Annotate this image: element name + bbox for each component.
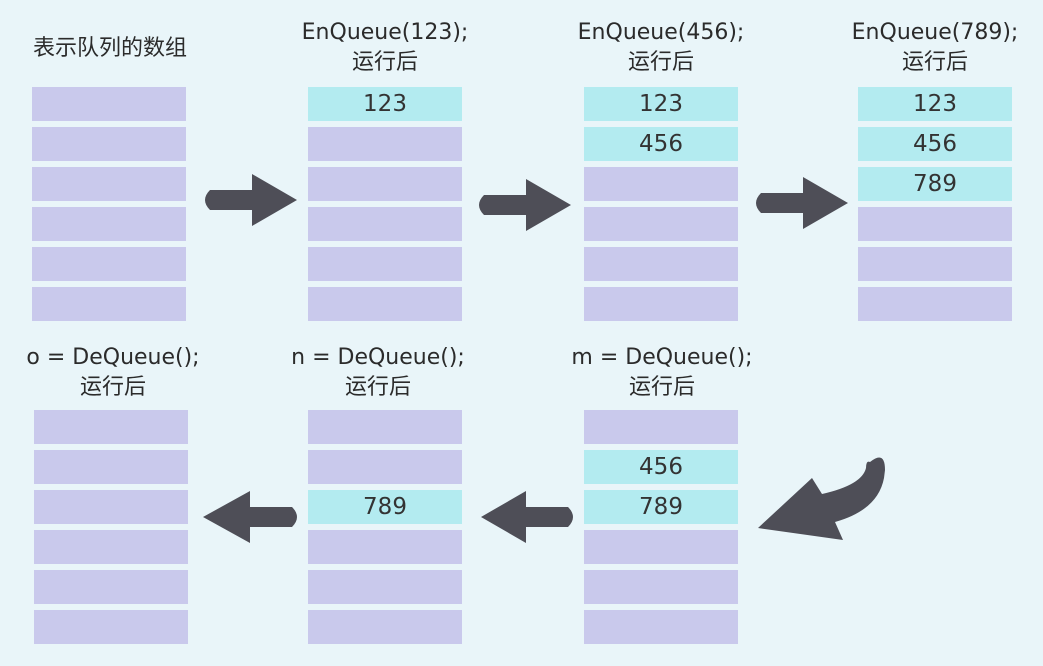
queue-slot (32, 207, 186, 241)
queue-slot (858, 247, 1012, 281)
queue-slot (308, 127, 462, 161)
queue-slot (858, 207, 1012, 241)
queue-slot: 123 (584, 87, 738, 121)
queue-slot (32, 87, 186, 121)
caption-line: m = DeQueue(); (571, 345, 753, 370)
queue-slot: 123 (308, 87, 462, 121)
queue-slot (32, 247, 186, 281)
queue-slot (584, 207, 738, 241)
queue-slot (34, 570, 188, 604)
queue-slot: 789 (858, 167, 1012, 201)
queue-slot: 789 (308, 490, 462, 524)
queue-slot (34, 610, 188, 644)
caption-line: o = DeQueue(); (26, 345, 200, 370)
panel-caption: EnQueue(789); 运行后 (815, 18, 1043, 78)
caption-line: 运行后 (351, 50, 418, 75)
panel-caption: 表示队列的数组 (0, 34, 230, 64)
arrow-right-icon (756, 177, 848, 229)
queue-slot (308, 610, 462, 644)
caption-line: 运行后 (627, 50, 694, 75)
queue-array (32, 87, 186, 327)
queue-slot (308, 287, 462, 321)
queue-array: 123 (308, 87, 462, 327)
queue-slot (308, 410, 462, 444)
queue-slot (584, 167, 738, 201)
queue-array (34, 410, 188, 650)
queue-array: 123 456 789 (858, 87, 1012, 327)
queue-slot (584, 287, 738, 321)
panel-caption: EnQueue(456); 运行后 (541, 18, 781, 78)
queue-slot: 456 (584, 450, 738, 484)
caption-line: EnQueue(456); (577, 20, 745, 45)
queue-slot (32, 127, 186, 161)
queue-slot (34, 490, 188, 524)
queue-slot (32, 167, 186, 201)
queue-slot (32, 287, 186, 321)
caption-line: EnQueue(789); (851, 20, 1019, 45)
queue-slot: 789 (584, 490, 738, 524)
caption-line: 运行后 (79, 375, 146, 400)
caption-line: 运行后 (344, 375, 411, 400)
queue-slot (308, 570, 462, 604)
queue-slot (308, 207, 462, 241)
queue-array: 789 (308, 410, 462, 650)
queue-slot (584, 530, 738, 564)
panel-caption: o = DeQueue(); 运行后 (0, 343, 233, 403)
queue-slot (34, 410, 188, 444)
curved-arrow-icon (758, 457, 885, 540)
arrow-right-icon (479, 179, 571, 231)
queue-slot (308, 530, 462, 564)
queue-slot (308, 247, 462, 281)
queue-slot: 456 (858, 127, 1012, 161)
caption-line: EnQueue(123); (301, 20, 469, 45)
queue-slot (584, 570, 738, 604)
arrow-left-icon (481, 491, 573, 543)
queue-slot (34, 530, 188, 564)
arrow-left-icon (203, 491, 297, 543)
queue-slot (584, 247, 738, 281)
panel-caption: m = DeQueue(); 运行后 (542, 343, 782, 403)
queue-slot: 123 (858, 87, 1012, 121)
panel-caption: n = DeQueue(); 运行后 (258, 343, 498, 403)
caption-line: 运行后 (901, 50, 968, 75)
queue-slot (584, 410, 738, 444)
queue-slot (584, 610, 738, 644)
caption-line: n = DeQueue(); (291, 345, 465, 370)
panel-caption: EnQueue(123); 运行后 (265, 18, 505, 78)
queue-slot (858, 287, 1012, 321)
queue-slot (308, 167, 462, 201)
queue-slot (308, 450, 462, 484)
arrow-right-icon (205, 174, 297, 226)
queue-slot (34, 450, 188, 484)
caption-line: 表示队列的数组 (32, 36, 187, 61)
queue-slot: 456 (584, 127, 738, 161)
caption-line: 运行后 (628, 375, 695, 400)
